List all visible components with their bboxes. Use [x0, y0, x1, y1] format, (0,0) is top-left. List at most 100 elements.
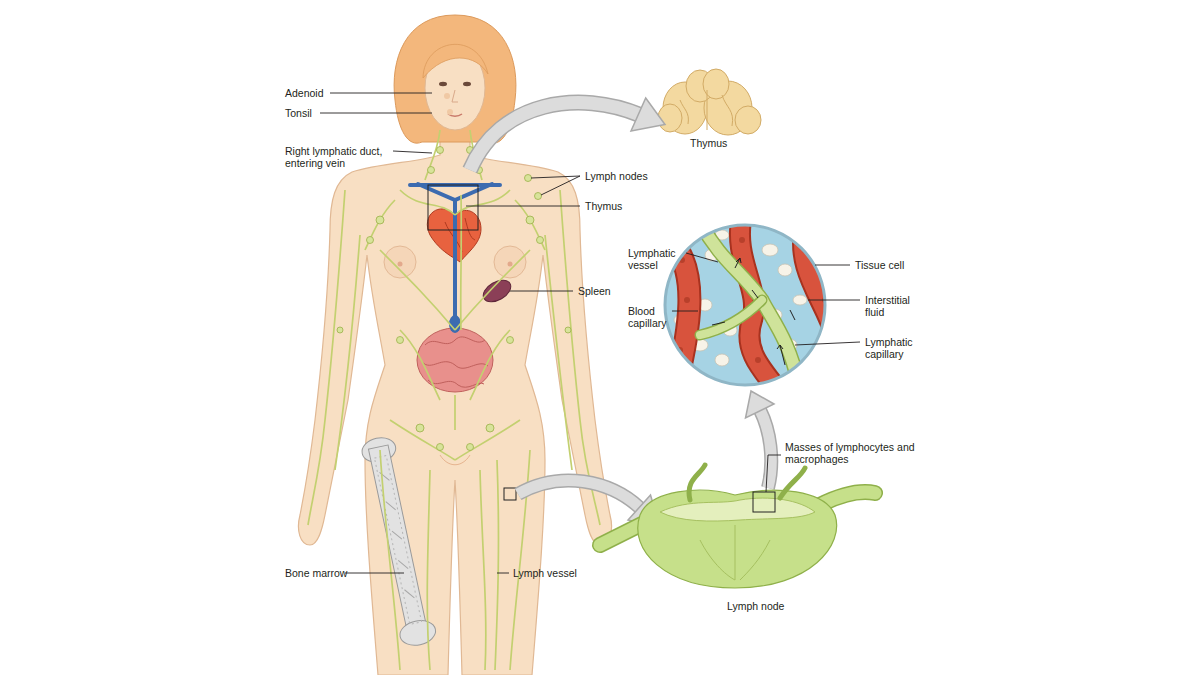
zoom-arrow-part	[760, 410, 771, 488]
tissue-inset-part-part-part	[670, 240, 689, 390]
femur-bone-part	[398, 617, 438, 648]
leader-lines-part	[330, 93, 432, 94]
lymph-node-dots-part	[437, 147, 444, 154]
leader-lines-part	[766, 455, 781, 492]
tissue-inset-part-part-part	[793, 295, 807, 305]
part-label: Thymus	[585, 200, 622, 212]
lymph-node-dots-part	[367, 237, 374, 244]
lymph-node-illustration-part	[753, 492, 775, 512]
thymus-box	[428, 185, 478, 230]
organ-caption: Lymph node	[727, 600, 784, 612]
lymph-node-illustration-part	[820, 492, 875, 505]
organs-part	[480, 276, 515, 307]
zoom-arrow-part	[760, 410, 771, 488]
thymus-illustration-part	[658, 104, 682, 132]
lymph-node-dots-part	[376, 216, 384, 224]
lymph-node-illustration-part	[820, 492, 875, 505]
tissue-inset-part-part-part	[803, 225, 835, 335]
part-label: Adenoid	[285, 87, 324, 99]
zoom-arrow-part	[631, 98, 665, 131]
leader-lines-part	[345, 573, 404, 574]
part-label: Lymph vessel	[513, 567, 577, 579]
zoom-arrow	[470, 98, 665, 170]
lymph-node-illustration-part	[689, 465, 805, 500]
lymph-vessels-part	[480, 450, 530, 670]
tissue-inset	[665, 215, 835, 395]
tissue-inset-part-part-part	[700, 222, 800, 390]
lymph-node-illustration	[600, 465, 875, 588]
lymph-node-dots-part	[337, 327, 343, 333]
node-box	[504, 488, 516, 500]
head-part	[439, 82, 447, 86]
lymph-vessels-part	[380, 450, 430, 670]
tissue-inset-part-part-part	[712, 322, 725, 325]
thymus-illustration	[658, 69, 761, 135]
lymph-node-dots-part	[416, 424, 424, 432]
head-part	[447, 109, 453, 115]
tissue-inset-part-part-part	[755, 357, 761, 363]
head-part	[444, 93, 450, 99]
part-label: Tonsil	[285, 107, 312, 119]
lymph-node-dots-part	[526, 216, 534, 224]
lymph-vessels-part	[365, 200, 545, 250]
lymph-vessels-part	[460, 195, 462, 330]
organ-caption: Thymus	[690, 137, 727, 149]
lymph-node-dots-part	[507, 337, 514, 344]
tissue-inset-part-part-part	[762, 244, 778, 256]
organs-part	[422, 337, 488, 387]
femur-bone	[359, 435, 438, 649]
tissue-inset-part-part-part	[778, 264, 792, 276]
lymph-node-illustration-part	[660, 498, 815, 521]
body-figure-part	[384, 246, 416, 278]
zoom-arrow-part	[746, 391, 775, 418]
tissue-inset-part-part-part	[777, 345, 785, 365]
tissue-inset-part	[665, 225, 825, 385]
tissue-inset-part	[665, 215, 835, 395]
tissue-inset-part-part-part	[700, 300, 762, 335]
head-part	[452, 90, 458, 102]
tissue-inset-part-part-part	[715, 354, 729, 366]
tissue-inset-part-part-part	[752, 290, 758, 298]
lymph-node-illustration-part	[700, 525, 770, 580]
zoom-arrow	[746, 391, 775, 488]
tissue-inset-part-part-part	[803, 225, 835, 335]
organs-part	[410, 184, 500, 322]
tissue-inset-part-part	[712, 258, 795, 365]
zoom-arrow-part	[518, 480, 640, 508]
femur-bone-part	[380, 471, 415, 600]
tissue-inset-part-part-part	[700, 300, 762, 335]
lymph-node-dots-part	[467, 444, 474, 451]
lymph-node-dots-part	[397, 337, 404, 344]
part-label: Tissue cell	[855, 259, 904, 271]
lymph-node-dots-part	[486, 424, 494, 432]
part-label: Lymph nodes	[585, 170, 648, 182]
part-label: Lymphatic capillary	[865, 336, 929, 360]
tissue-inset-part-part-part	[739, 237, 745, 243]
zoom-arrow-part	[518, 480, 640, 508]
body-figure-part	[508, 262, 513, 267]
zoom-arrow-part	[470, 103, 640, 170]
leader-lines-part	[531, 176, 580, 195]
body-figure	[298, 125, 611, 675]
lymph-vessels	[308, 130, 600, 670]
organs-part	[417, 328, 493, 392]
leader-lines-part	[686, 253, 718, 262]
body-figure-part	[298, 125, 611, 675]
leader-lines-part	[808, 300, 860, 301]
lymph-node-dots-part	[565, 327, 571, 333]
part-label: Right lymphatic duct, entering vein	[285, 145, 395, 169]
head-part	[463, 82, 471, 86]
tissue-inset-part-part-part	[684, 297, 690, 303]
organs	[410, 184, 514, 392]
part-label: Spleen	[578, 285, 611, 297]
thymus-illustration-part	[735, 106, 761, 134]
leader-lines-part	[466, 206, 580, 207]
lymph-vessels-part	[380, 190, 530, 330]
leader-lines	[320, 93, 860, 573]
leader-lines-part	[497, 573, 509, 574]
zoom-arrow-part	[470, 103, 640, 170]
femur-bone-part	[368, 445, 427, 635]
part-label: Bone marrow	[285, 567, 347, 579]
